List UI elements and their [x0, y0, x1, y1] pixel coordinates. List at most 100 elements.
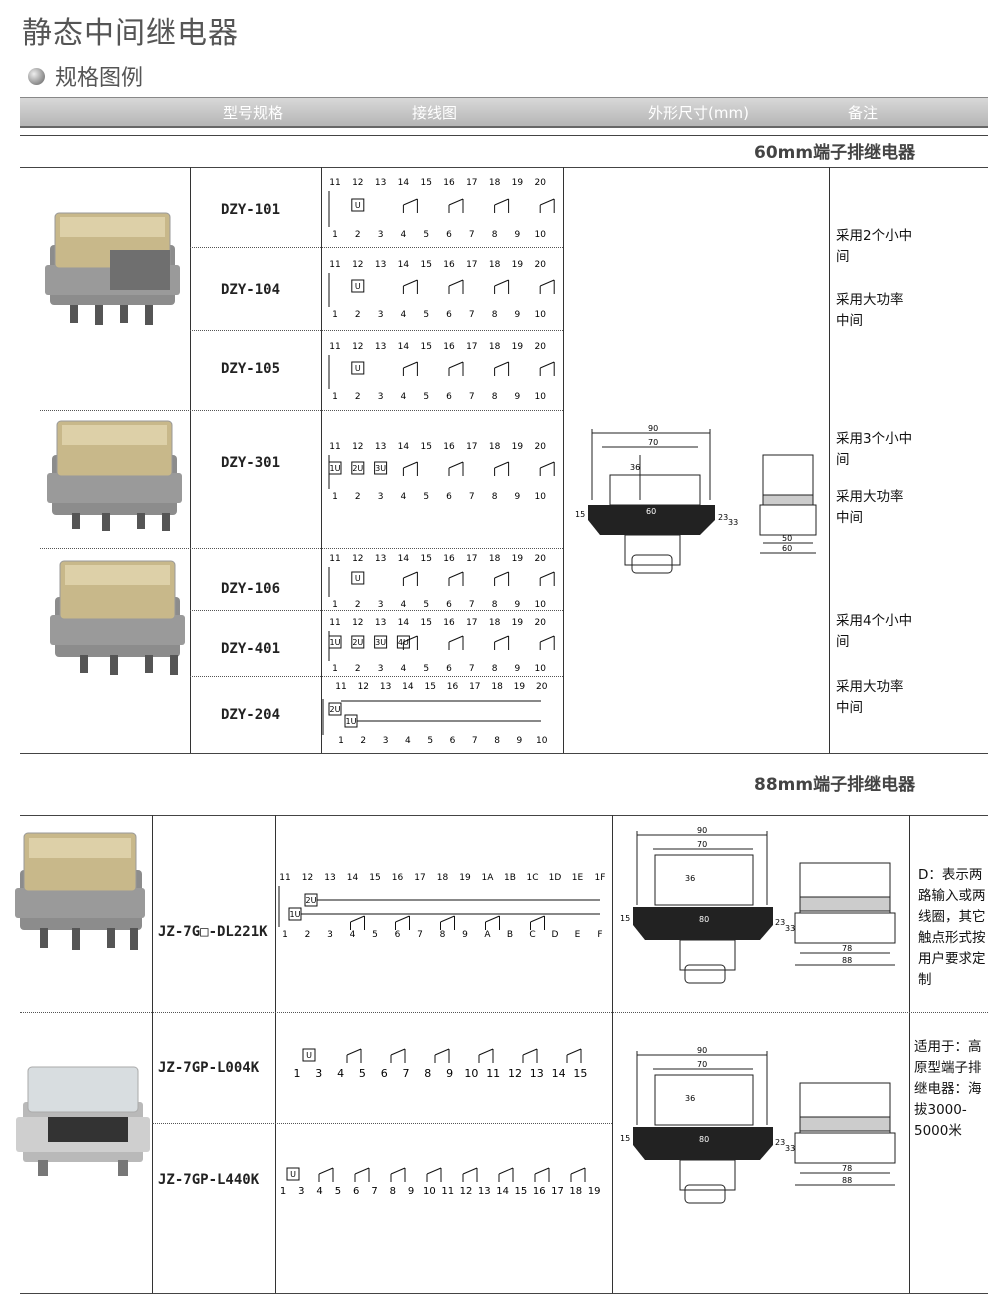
contact-symbol	[539, 571, 555, 586]
terminal-label: 9	[515, 310, 521, 320]
terminal-label: 6	[446, 600, 452, 610]
terminal-label: 5	[427, 736, 433, 746]
terminal-label: 6	[395, 930, 401, 940]
section-60-label: 60mm端子排继电器	[754, 143, 916, 163]
column-divider	[563, 167, 564, 753]
terminal-label: 10	[423, 1186, 436, 1197]
terminal-label: 1A	[482, 873, 495, 883]
terminal-label: 9	[517, 736, 523, 746]
terminal-label: D	[552, 930, 559, 940]
terminal-label: 12	[352, 618, 363, 628]
terminal-label: 1D	[549, 873, 562, 883]
terminal-label: 17	[466, 342, 477, 352]
terminal-label: 1	[332, 310, 338, 320]
dim-label: 88	[842, 956, 852, 965]
terminal-label: 3	[378, 310, 384, 320]
coil-symbol: U	[351, 279, 365, 293]
terminal-label: 11	[329, 554, 340, 564]
contact-symbol	[534, 1167, 550, 1182]
terminal-label: 15	[424, 682, 435, 692]
column-divider	[275, 815, 276, 1293]
terminal-label: 2	[355, 230, 361, 240]
section-divider	[20, 815, 988, 816]
terminal-label: 13	[375, 342, 386, 352]
terminal-label: 5	[423, 392, 429, 402]
terminal-label: C	[529, 930, 535, 940]
dim-label: 23	[718, 513, 728, 522]
terminal-label: 3	[383, 736, 389, 746]
contact-symbol	[448, 635, 464, 650]
terminal-label: U	[306, 1051, 312, 1060]
section-subtitle: 规格图例	[28, 60, 143, 92]
terminal-label: 20	[534, 178, 546, 188]
terminal-label: F	[597, 930, 602, 940]
contact-symbol	[390, 1048, 406, 1063]
terminal-label: 5	[423, 492, 429, 502]
contact-symbol	[494, 361, 510, 376]
coil-symbol: 3U	[374, 635, 388, 649]
coil-symbol: U	[286, 1167, 300, 1181]
terminal-label: 3U	[375, 464, 386, 473]
contact-symbol	[354, 1167, 370, 1182]
terminal-label: 15	[420, 442, 431, 452]
wiring-diagrams-88: 1111221331441551661771881991AA1BB1CC1DD1…	[278, 873, 606, 1197]
terminal-label: 10	[534, 230, 546, 240]
terminal-label: 4	[401, 664, 407, 674]
terminal-label: 6	[353, 1186, 359, 1197]
terminal-label: 6	[450, 736, 456, 746]
remark-text: D：表示两路输入或两线圈，其它触点形式按用户要求定制	[918, 867, 986, 988]
terminal-label: U	[355, 364, 361, 373]
terminal-label: 2	[355, 664, 361, 674]
contact-symbol	[402, 635, 418, 650]
coil-symbol: U	[351, 198, 365, 212]
terminal-label: 16	[443, 554, 455, 564]
terminal-label: 7	[469, 600, 475, 610]
relay-product-photo	[45, 212, 180, 325]
relay-product-photo	[16, 1066, 150, 1176]
terminal-label: 3	[378, 392, 384, 402]
terminal-label: 1	[332, 230, 338, 240]
terminal-label: 1	[338, 736, 344, 746]
terminal-label: 16	[533, 1186, 546, 1197]
terminal-label: 8	[492, 230, 498, 240]
dim-label: 60	[782, 544, 792, 553]
terminal-label: 19	[512, 260, 524, 270]
terminal-label: 18	[489, 442, 501, 452]
row-divider	[190, 610, 563, 611]
terminal-label: 17	[466, 554, 477, 564]
terminal-label: 1	[332, 492, 338, 502]
terminal-label: 7	[469, 492, 475, 502]
terminal-label: 11	[329, 342, 340, 352]
remark-text: 采用3个小中间	[836, 431, 913, 468]
terminal-label: 19	[512, 178, 524, 188]
dim-label: 50	[782, 534, 792, 543]
terminal-label: U	[355, 574, 361, 583]
column-divider	[829, 167, 830, 753]
terminal-label: 20	[534, 260, 546, 270]
terminal-label: 4	[350, 930, 356, 940]
dim-label: 36	[685, 1094, 695, 1103]
terminal-label: 17	[551, 1186, 564, 1197]
contact-symbol	[448, 571, 464, 586]
terminal-label: A	[484, 930, 491, 940]
terminal-label: 14	[552, 1067, 566, 1080]
terminal-label: 4	[401, 230, 407, 240]
relay-product-photo	[47, 420, 182, 531]
terminal-label: 8	[492, 664, 498, 674]
dim-label: 90	[697, 826, 707, 835]
terminal-label: 1F	[595, 873, 606, 883]
contact-symbol	[395, 915, 410, 930]
terminal-label: 5	[335, 1186, 341, 1197]
terminal-label: 10	[534, 492, 546, 502]
contact-symbol	[530, 915, 545, 930]
terminal-label: 18	[489, 618, 501, 628]
terminal-label: 13	[375, 178, 386, 188]
terminal-label: 12	[358, 682, 369, 692]
terminal-label: 11	[279, 873, 290, 883]
remark-text: 采用大功率中间	[836, 679, 904, 716]
terminal-label: 2	[355, 392, 361, 402]
terminal-label: 15	[515, 1186, 528, 1197]
terminal-label: 8	[492, 392, 498, 402]
terminal-label: 8	[424, 1067, 431, 1080]
terminal-label: 7	[469, 664, 475, 674]
